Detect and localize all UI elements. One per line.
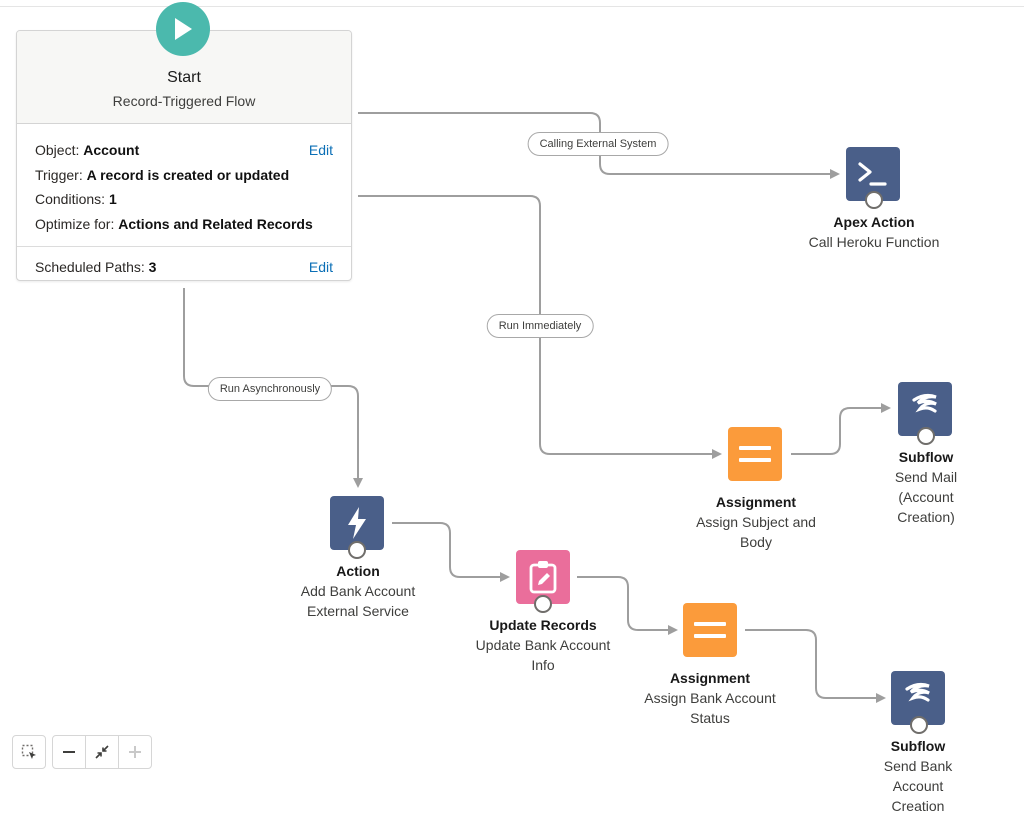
start-play-icon[interactable] [156, 2, 210, 56]
assign-status-name-2: Status [690, 710, 730, 726]
apex-action-label: Apex Action Call Heroku Function [809, 212, 940, 252]
start-details: Edit Object: Account Trigger: A record i… [17, 124, 351, 247]
subflow-mail-port[interactable] [917, 427, 935, 445]
trigger-row: Trigger: A record is created or updated [35, 163, 333, 188]
fit-view-button[interactable] [85, 735, 119, 769]
conditions-label: Conditions: [35, 191, 106, 207]
collapse-icon [95, 745, 109, 759]
scheduled-label: Scheduled Paths: [35, 259, 145, 275]
terminal-icon [858, 162, 887, 186]
action-name-2: External Service [307, 603, 409, 619]
trigger-label: Trigger: [35, 166, 83, 183]
assign-status-label: Assignment Assign Bank Account Status [644, 668, 776, 728]
select-elements-button[interactable] [12, 735, 46, 769]
subflow-mail-name-2: Creation) [897, 509, 955, 525]
subflow-bank-label: Subflow Send Bank Account Creation [865, 736, 971, 816]
assignment-icon [694, 622, 726, 638]
update-records-name-2: Info [531, 657, 555, 673]
object-value: Account [83, 142, 140, 158]
scheduled-paths-row: Scheduled Paths: 3 Edit [17, 247, 351, 280]
lightning-icon [348, 507, 366, 539]
start-subtitle: Record-Triggered Flow [112, 93, 256, 109]
subflow-bank-name-1: Send Bank Account [883, 758, 953, 794]
optimize-label: Optimize for: [35, 215, 115, 232]
assign-status-type: Assignment [669, 670, 751, 686]
top-border [0, 6, 1024, 7]
assign-subject-label: Assignment Assign Subject and Body [696, 492, 816, 552]
apex-action-port[interactable] [865, 191, 883, 209]
update-records-type: Update Records [489, 617, 597, 633]
subflow-mail-name-1: Send Mail (Account [894, 469, 958, 505]
conditions-value: 1 [108, 191, 117, 207]
subflow-icon [912, 393, 937, 413]
update-records-name-1: Update Bank Account [475, 637, 611, 653]
assign-subject-name-1: Assign Subject and [696, 514, 816, 530]
object-label: Object: [35, 142, 80, 158]
connector-update-to-assign [577, 576, 678, 635]
select-icon [21, 744, 36, 759]
action-name-1: Add Bank Account [300, 583, 416, 599]
subflow-mail-label: Subflow Send Mail (Account Creation) [877, 447, 975, 527]
edit-scheduled-link[interactable]: Edit [308, 259, 333, 275]
subflow-icon [905, 682, 930, 702]
action-type: Action [336, 563, 380, 579]
assignment-icon [739, 446, 771, 462]
minus-icon [63, 751, 75, 753]
assign-subject-node[interactable] [728, 427, 782, 481]
action-port[interactable] [348, 541, 366, 559]
path-label-async[interactable]: Run Asynchronously [207, 377, 333, 401]
action-label: Action Add Bank Account External Service [301, 561, 415, 621]
connector-action-to-update [392, 522, 510, 582]
path-label-external[interactable]: Calling External System [527, 132, 669, 156]
assign-subject-name-2: Body [740, 534, 772, 550]
update-records-label: Update Records Update Bank Account Info [476, 615, 611, 675]
assign-subject-type: Assignment [715, 494, 797, 510]
subflow-bank-port[interactable] [910, 716, 928, 734]
optimize-row: Optimize for: Actions and Related Record… [35, 212, 333, 237]
object-row: Object: Account [35, 138, 333, 163]
start-title: Start [167, 69, 201, 86]
apex-action-name: Call Heroku Function [808, 234, 940, 250]
assign-status-node[interactable] [683, 603, 737, 657]
apex-action-type: Apex Action [833, 214, 915, 230]
subflow-bank-name-2: Creation [891, 798, 945, 814]
edit-trigger-link[interactable]: Edit [308, 142, 333, 158]
start-element[interactable]: Start Record-Triggered Flow Edit Object:… [16, 30, 352, 281]
subflow-bank-type: Subflow [890, 738, 946, 754]
connector-assign-to-subflow [791, 403, 891, 455]
clipboard-edit-icon [529, 561, 557, 594]
zoom-in-button[interactable] [118, 735, 152, 769]
subflow-mail-type: Subflow [898, 449, 954, 465]
assign-status-name-1: Assign Bank Account [644, 690, 776, 706]
conditions-row: Conditions: 1 [35, 187, 333, 212]
connector-assign-to-subflow-bank [745, 629, 886, 703]
scheduled-value: 3 [148, 259, 157, 275]
plus-icon [129, 746, 141, 758]
path-label-immediate[interactable]: Run Immediately [486, 314, 594, 338]
zoom-out-button[interactable] [52, 735, 86, 769]
trigger-value: A record is created or updated [86, 166, 290, 183]
optimize-value: Actions and Related Records [118, 215, 313, 232]
update-records-port[interactable] [534, 595, 552, 613]
